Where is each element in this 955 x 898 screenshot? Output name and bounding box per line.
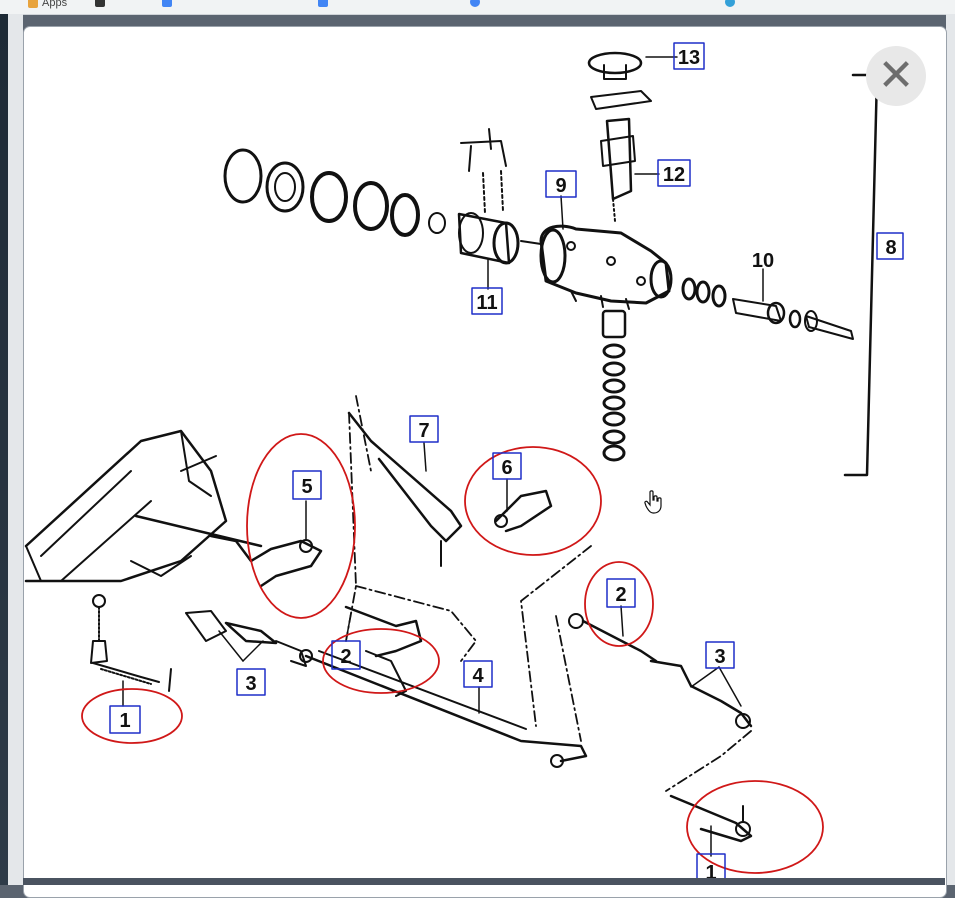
callout-1-bottom: 1 <box>705 862 716 884</box>
steering-linkage <box>24 395 753 857</box>
close-button[interactable]: ✕ <box>866 46 926 106</box>
callout-2-left: 2 <box>340 646 351 668</box>
image-lightbox: 1 1 2 2 3 3 4 5 6 7 8 9 10 11 12 13 <box>23 26 947 898</box>
doc-favicon-icon <box>318 0 328 7</box>
close-icon: ✕ <box>877 50 915 101</box>
bookmarks-bar: Apps <box>0 0 955 15</box>
doc-favicon-icon <box>162 0 172 7</box>
callout-2-right: 2 <box>615 584 626 606</box>
callout-6: 6 <box>501 457 512 479</box>
callout-4: 4 <box>472 665 484 687</box>
steering-gear-assembly <box>223 51 879 477</box>
highlight-circle <box>464 446 602 556</box>
bookmark-item[interactable] <box>470 0 480 7</box>
bookmark-item[interactable] <box>318 0 328 7</box>
page-background <box>8 14 23 885</box>
google-favicon-icon <box>470 0 480 7</box>
bookmark-apps[interactable]: Apps <box>28 0 67 9</box>
background-window <box>0 14 8 885</box>
callout-3-right: 3 <box>714 646 725 668</box>
callout-5: 5 <box>301 476 312 498</box>
callout-10: 10 <box>752 250 774 272</box>
bookmark-favicon-icon <box>725 0 735 7</box>
page-bottom-bar <box>23 878 945 885</box>
bookmark-item[interactable] <box>162 0 172 7</box>
page-background <box>946 14 955 885</box>
callout-13: 13 <box>678 47 700 69</box>
bookmark-favicon-icon <box>95 0 105 7</box>
callout-1: 1 <box>119 710 130 732</box>
highlight-circle <box>322 628 440 694</box>
bookmark-item[interactable] <box>725 0 735 7</box>
highlight-circle <box>246 433 356 619</box>
highlight-circle <box>81 688 183 744</box>
callout-11: 11 <box>476 292 497 314</box>
callout-3-left: 3 <box>245 673 256 695</box>
apps-grid-icon <box>28 0 38 8</box>
steering-linkage-diagram: 1 1 2 2 3 3 4 5 6 7 8 9 10 11 12 13 <box>24 42 904 885</box>
callout-12: 12 <box>663 164 685 186</box>
callout-7: 7 <box>418 420 429 442</box>
highlight-circles <box>81 433 824 874</box>
hand-pointer-icon <box>644 490 662 514</box>
highlight-circle <box>584 561 654 647</box>
bookmark-item[interactable] <box>95 0 105 7</box>
callout-8: 8 <box>885 237 896 259</box>
highlight-circle <box>686 780 824 874</box>
callout-9: 9 <box>555 175 566 197</box>
